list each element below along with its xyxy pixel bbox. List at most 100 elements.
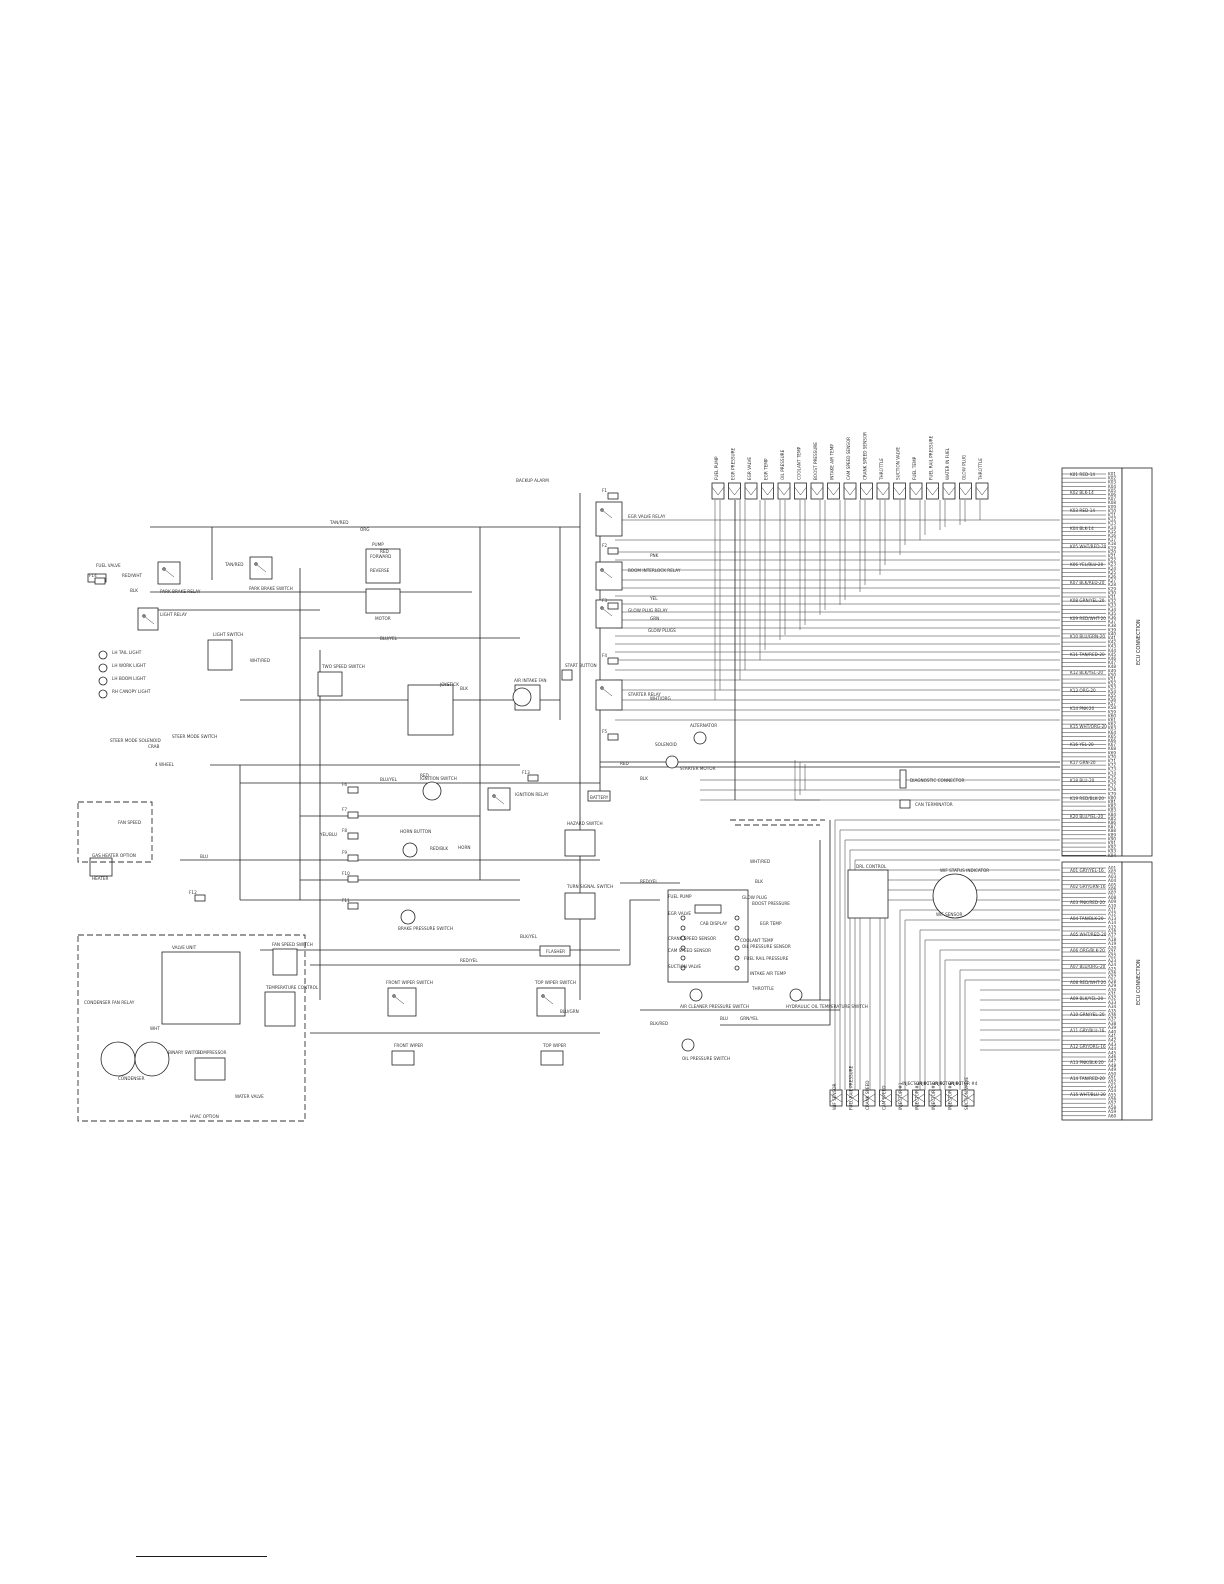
fuse-f5 [607,733,619,741]
top-sensor-17 [975,482,989,500]
misc-label-13: STEER MODE SOLENOID [110,738,161,743]
lamp-label-1: LH TAIL LIGHT [112,650,142,655]
misc-label-34: INJECTOR #4 [950,1081,978,1086]
gas-heater-option-region [77,801,153,863]
pin-k41: K41 [1108,636,1116,641]
pin-a14: A14 [1108,920,1117,925]
pin-k13: K13 [1108,521,1116,526]
misc-label-24: THROTTLE [751,986,774,991]
starter-motor [665,755,679,769]
misc-label-9: BACKUP ALARM [516,478,549,483]
cab-indicator-left-5 [680,955,686,961]
light-switch [207,639,233,671]
pin-a10: A10 [1108,903,1117,908]
pin-a50: A50 [1108,1071,1117,1076]
oil-pressure-switch-label: OIL PRESSURE SWITCH [682,1056,730,1061]
can-terminator [899,799,911,809]
wire-code-top-9: K09 RED/WHT-20 [1070,616,1106,621]
wire-label-13: RED/YEL [460,958,478,963]
cab-indicator-left-2 [680,925,686,931]
top-sensor-mark-15 [942,486,956,496]
pin-k66: K66 [1108,738,1116,743]
top-wiper-switch-label: TOP WIPER SWITCH [534,980,576,985]
wire-label-22: WHT/ORG [650,696,671,701]
pin-a04: A04 [1108,878,1117,883]
pin-k64: K64 [1108,730,1116,735]
fuse-label-f6: F6 [342,782,347,787]
contact-dot-7 [600,686,604,690]
misc-label-3: GAS HEATER OPTION [92,853,136,858]
bottom-sensor-label-6: INJECTOR #2 [915,1082,920,1110]
wire-code-top-7: K07 BLK/RED-20 [1070,580,1105,585]
fuse-label-f14: F14 [89,573,97,578]
wire-code-bottom-5: A05 WHT/RED-20 [1070,932,1107,937]
pin-a48: A48 [1108,1063,1117,1068]
pin-k39: K39 [1108,627,1116,632]
wire-label-12: RED/BLK [430,846,448,851]
pin-k47: K47 [1108,660,1116,665]
misc-label-28: CAM SPEED SENSOR [668,948,711,953]
ecu-label-panel-bottom [1121,861,1153,1121]
wire-code-top-10: K10 BLU/GRN-20 [1070,634,1105,639]
pin-k61: K61 [1108,718,1116,723]
top-sensor-mark-12 [893,486,906,496]
egr-valve-relay-label: EGR VALVE RELAY [628,514,666,519]
horn-button-label: HORN BUTTON [400,829,431,834]
wire-code-top-16: K16 YEL-20 [1070,742,1094,747]
top-sensor-6 [794,482,807,500]
pin-k06: K06 [1108,492,1116,497]
wire-label-26: WHT [150,1026,160,1031]
wire-code-top-8: K08 GRN/YEL-20 [1070,598,1105,603]
wire-code-top-17: K17 GRN-20 [1070,760,1096,765]
boom-interlock-relay-label: BOOM INTERLOCK RELAY [628,568,681,573]
pin-a35: A35 [1108,1008,1117,1013]
top-sensor-13 [909,482,923,500]
top-sensor-mark-10 [860,486,873,496]
pin-k63: K63 [1108,726,1116,731]
valve-unit-label: VALVE UNIT [172,945,197,950]
pin-a28: A28 [1108,979,1117,984]
wire-code-bottom-4: A04 TAN/BLK-20 [1070,916,1104,921]
pin-k02: K02 [1108,476,1116,481]
pin-a11: A11 [1108,908,1117,913]
flasher [539,945,571,957]
pin-a33: A33 [1108,1000,1117,1005]
flasher-label: FLASHER [546,949,565,954]
bottom-sensor-mark-3 [862,1093,876,1103]
top-sensor-label-16: GLOW PLUG [962,455,967,480]
contact-dot-8 [492,794,496,798]
wire-label-8: BLU/YEL [380,777,398,782]
ignition-switch [422,781,442,801]
misc-label-23: INTAKE AIR TEMP [750,971,786,976]
wire-code-top-14: K14 PNK-20 [1070,706,1095,711]
pin-k68: K68 [1108,746,1116,751]
misc-label-32: INJECTOR #2 [918,1081,946,1086]
alternator-label: ALTERNATOR [690,723,717,728]
misc-label-15: 4 WHEEL [155,762,175,767]
fuse-label-f13: F13 [522,770,530,775]
wire-label-5: BLU/YEL [380,636,398,641]
wire-label-18: BLK [640,776,648,781]
top-sensor-mark-9 [843,486,857,496]
misc-label-30: GLOW PLUG [742,895,767,900]
bottom-sensor-mark-9 [961,1093,975,1103]
pin-a57: A57 [1108,1101,1117,1106]
top-sensor-label-10: CRANK SPEED SENSOR [863,432,868,480]
pin-a18: A18 [1108,937,1117,942]
fuse-f11 [347,902,359,910]
bottom-sensor-mark-6 [912,1093,925,1103]
pin-a40: A40 [1108,1029,1117,1034]
wire-code-bottom-7: A07 BLU/ORG-20 [1070,964,1106,969]
pin-k73: K73 [1108,767,1116,772]
misc-label-19: EGR TEMP [760,921,782,926]
heater [89,857,113,877]
wire-code-bottom-1: A01 GRY/YEL-16 [1070,868,1104,873]
pin-k44: K44 [1108,648,1116,653]
ecu-connection-top-label: ECU CONNECTION [1136,619,1142,665]
pin-k85: K85 [1108,816,1116,821]
pin-k22: K22 [1108,558,1116,563]
hydraulic-oil-temp-label: HYDRAULIC OIL TEMPERATURE SWITCH [786,1004,868,1009]
pin-k21: K21 [1108,554,1116,559]
pin-k04: K04 [1108,484,1116,489]
misc-label-31: INJECTOR #1 [902,1081,930,1086]
